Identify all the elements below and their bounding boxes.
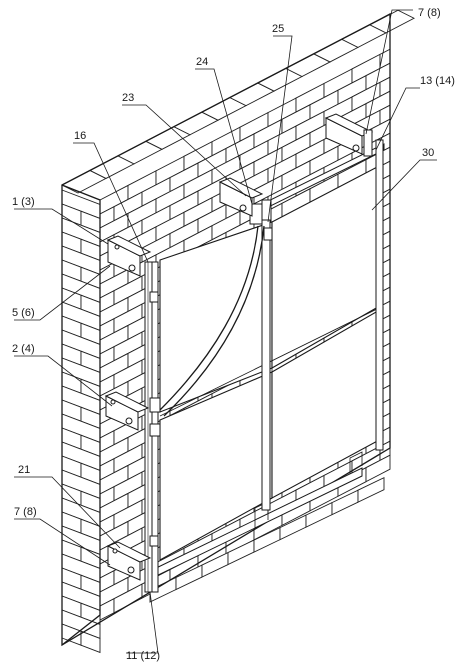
bracket-middle-left [104, 391, 150, 431]
cutaway-curve [159, 225, 259, 411]
facade-panels [159, 163, 384, 561]
label-5-6: 5 (6) [12, 307, 35, 319]
leader-lines [14, 9, 437, 654]
panel-clips-left [149, 227, 273, 547]
label-23: 23 [122, 92, 134, 104]
brick [365, 454, 391, 483]
brick [80, 630, 101, 654]
label-25: 25 [272, 23, 284, 35]
label-11-12: 11 (12) [126, 650, 160, 662]
wall-side-outline [61, 184, 101, 646]
label-13-14: 13 (14) [420, 75, 455, 87]
label-7-8-bottom: 7 (8) [14, 506, 37, 518]
vertical-guide-middle [261, 219, 271, 511]
bottom-brick [357, 476, 385, 503]
label-21: 21 [18, 464, 30, 476]
brick-wall-side [61, 189, 101, 654]
bracket-upper-left [106, 235, 152, 277]
wall-outline [61, 12, 391, 647]
callout-labels: 1 (3) 5 (6) 2 (4) 21 7 (8) 11 (12) 16 23… [12, 7, 455, 662]
label-2-4: 2 (4) [12, 343, 35, 355]
label-24: 24 [196, 56, 208, 68]
bracket-top-right [324, 113, 374, 157]
vertical-guide-right [375, 139, 384, 451]
wall-bottom-course [149, 476, 385, 603]
bracket-top-middle [218, 177, 264, 217]
label-30: 30 [422, 147, 434, 159]
label-1-3: 1 (3) [12, 196, 35, 208]
label-7-8-top: 7 (8) [418, 7, 441, 19]
panel-joint-horizontal [159, 305, 384, 417]
label-16: 16 [74, 130, 86, 142]
